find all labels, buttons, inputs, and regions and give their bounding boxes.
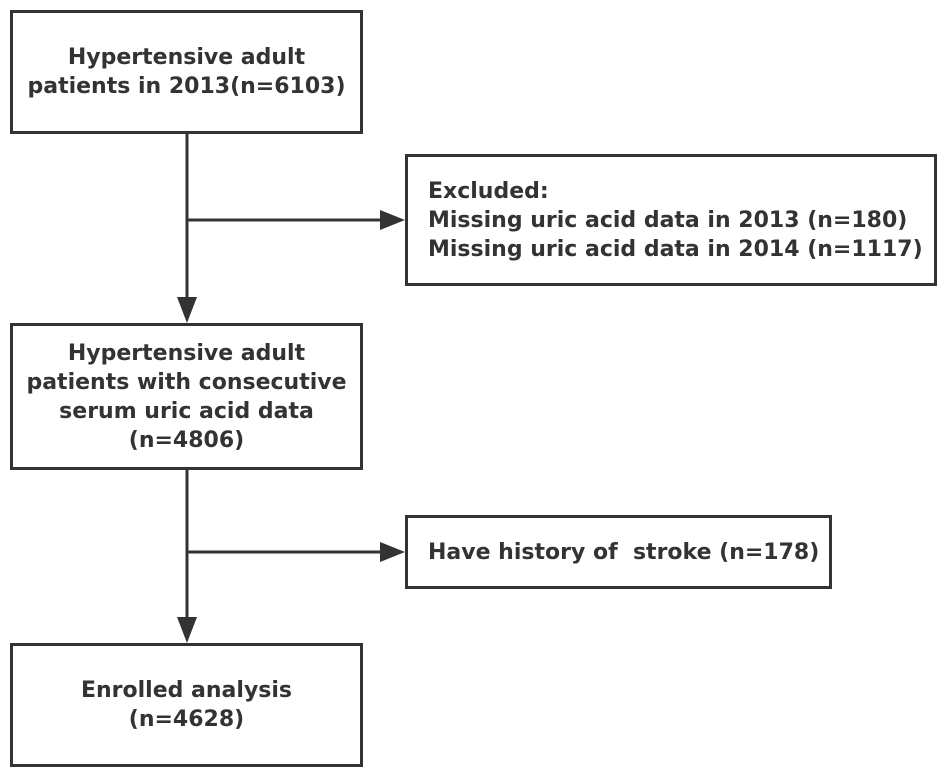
node-text-line: patients with consecutive (26, 369, 347, 395)
node-text-line: serum uric acid data (59, 398, 314, 424)
node-enrolled-analysis: Enrolled analysis (n=4628) (10, 643, 363, 767)
arrowhead-right-2 (380, 542, 405, 562)
node-hypertensive-2013: Hypertensive adult patients in 2013(n=61… (10, 10, 363, 134)
node-text-line: (n=4806) (128, 427, 245, 453)
arrowhead-down-1 (177, 297, 197, 323)
node-text-line: Missing uric acid data in 2014 (n=1117) (428, 236, 923, 262)
node-text-line: (n=4628) (128, 707, 245, 732)
node-text-line: Have history of stroke (n=178) (428, 539, 820, 565)
node-excluded: Excluded: Missing uric acid data in 2013… (405, 154, 937, 286)
node-text-line: Hypertensive adult (67, 340, 306, 366)
node-stroke-history: Have history of stroke (n=178) (405, 515, 832, 589)
node-text-line: Missing uric acid data in 2013 (n=180) (428, 207, 908, 233)
node-text-line: Enrolled analysis (80, 678, 293, 703)
node-text-line: patients in 2013(n=6103) (27, 74, 346, 99)
arrowhead-right-1 (380, 210, 405, 230)
node-consecutive-uric-acid: Hypertensive adult patients with consecu… (10, 323, 363, 470)
node-text-line: Hypertensive adult (67, 45, 306, 70)
node-text-line: Excluded: (428, 178, 549, 204)
arrowhead-down-2 (177, 617, 197, 643)
